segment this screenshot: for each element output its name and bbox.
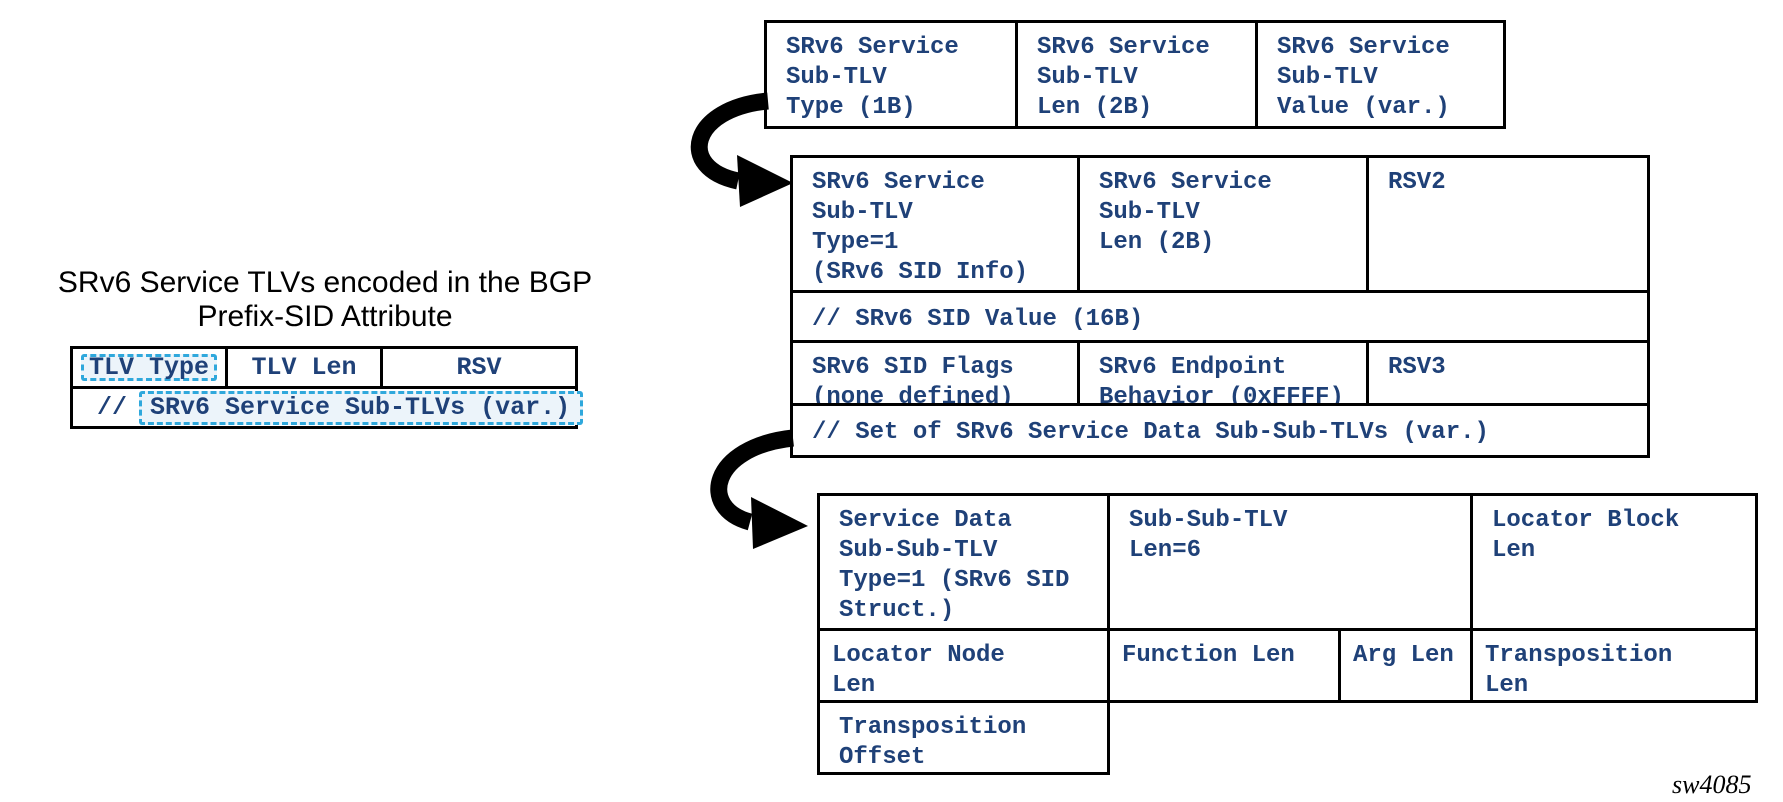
sid-info-len-cell: SRv6 Service Sub-TLV Len (2B)	[1077, 155, 1369, 293]
sid-flags-cell: SRv6 SID Flags (none defined)	[790, 340, 1080, 411]
tlv-type-label: TLV Type	[88, 352, 210, 382]
sid-value-cell: // SRv6 SID Value (16B)	[790, 290, 1650, 343]
rsv3-cell: RSV3	[1366, 340, 1650, 406]
sub-tlvs-highlight-box: SRv6 Service Sub-TLVs (var.)	[139, 390, 584, 425]
endpoint-behavior-cell: SRv6 Endpoint Behavior (0xFFFF)	[1077, 340, 1369, 411]
arg-len-cell: Arg Len	[1338, 628, 1473, 703]
title-line-2: Prefix-SID Attribute	[197, 300, 453, 333]
sub-tlv-value-cell: SRv6 Service Sub-TLV Value (var.)	[1255, 20, 1506, 129]
sub-sub-tlv-len-cell: Sub-Sub-TLV Len=6	[1107, 493, 1473, 631]
locator-node-len-cell: Locator Node Len	[817, 628, 1110, 703]
tlv-type-cell: TLV Type	[70, 346, 228, 389]
sub-tlv-len-cell: SRv6 Service Sub-TLV Len (2B)	[1015, 20, 1258, 129]
srv6-service-sub-tlvs-cell: // SRv6 Service Sub-TLVs (var.)	[70, 386, 584, 429]
diagram-title: SRv6 Service TLVs encoded in the BGP Pre…	[25, 266, 625, 334]
sid-info-type-cell: SRv6 Service Sub-TLV Type=1 (SRv6 SID In…	[790, 155, 1080, 293]
sub-tlv-type-cell: SRv6 Service Sub-TLV Type (1B)	[764, 20, 1018, 129]
figure-id-watermark: sw4085	[1672, 770, 1752, 799]
sid-struct-type-cell: Service Data Sub-Sub-TLV Type=1 (SRv6 SI…	[817, 493, 1110, 631]
transposition-offset-cell: Transposition Offset	[817, 700, 1110, 775]
function-len-cell: Function Len	[1107, 628, 1341, 703]
sub-sub-tlvs-set-cell: // Set of SRv6 Service Data Sub-Sub-TLVs…	[790, 403, 1650, 458]
transposition-len-cell: Transposition Len	[1470, 628, 1758, 703]
rsv2-cell: RSV2	[1366, 155, 1650, 293]
tlv-type-highlight-box: TLV Type	[81, 352, 217, 382]
locator-block-len-cell: Locator Block Len	[1470, 493, 1758, 631]
sub-tlvs-label: SRv6 Service Sub-TLVs (var.)	[150, 392, 571, 422]
rsv-cell: RSV	[380, 346, 578, 389]
tlv-len-cell: TLV Len	[225, 346, 383, 389]
title-line-1: SRv6 Service TLVs encoded in the BGP	[57, 266, 593, 299]
comment-slashes: //	[97, 392, 128, 422]
